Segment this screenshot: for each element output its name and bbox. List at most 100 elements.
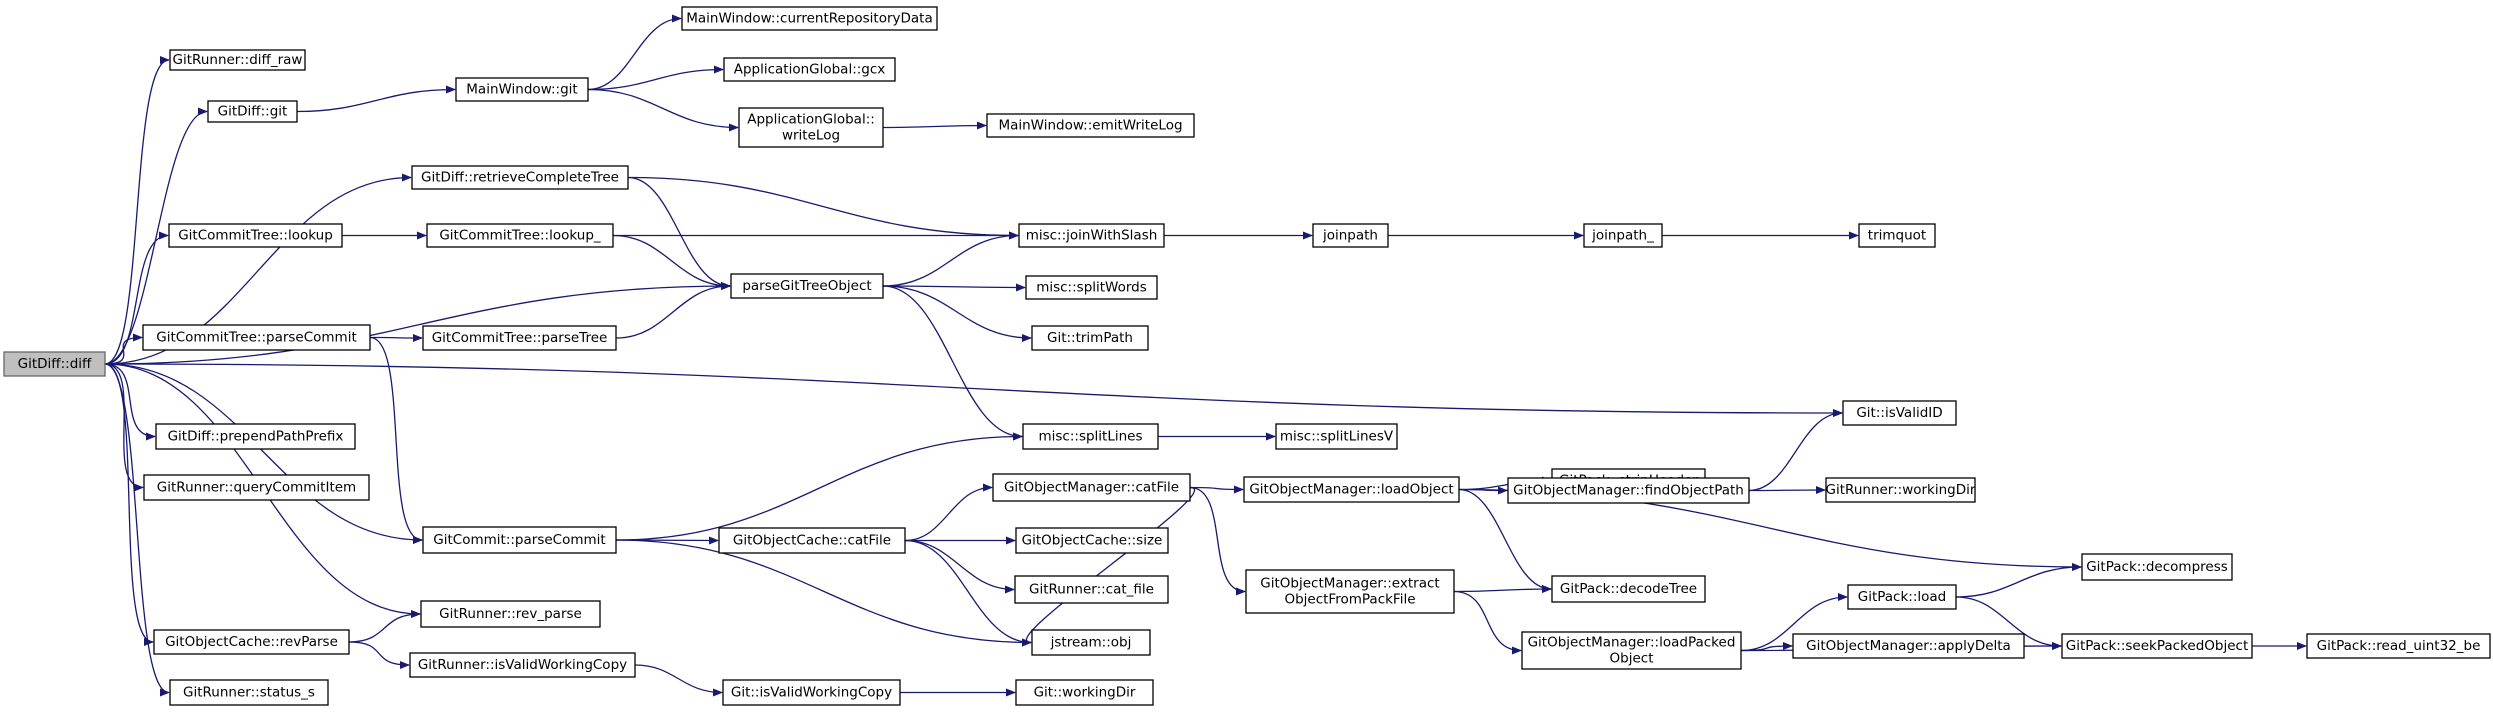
node-label-gc_pc: GitCommit::parseCommit — [433, 532, 605, 548]
node-box-gct_lookup — [168, 223, 343, 248]
node-label-misc_slv: misc::splitLinesV — [1280, 429, 1394, 445]
node-box-diff_raw — [169, 49, 306, 71]
node-goc_size[interactable]: GitObjectCache::size — [1015, 527, 1169, 554]
node-label-gr_qci: GitRunner::queryCommitItem — [157, 480, 356, 496]
edge-pgto-to-misc_sw — [882, 283, 1026, 292]
node-gr_qci[interactable]: GitRunner::queryCommitItem — [143, 474, 370, 501]
node-goc_cf[interactable]: GitObjectCache::catFile — [718, 527, 906, 554]
node-box-gr_rp — [420, 600, 601, 628]
node-label-git_ivwc: Git::isValidWorkingCopy — [731, 685, 892, 701]
node-joinpath[interactable]: joinpath — [1312, 223, 1389, 248]
node-label-misc_sw: misc::splitWords — [1036, 280, 1147, 296]
node-gc_pc[interactable]: GitCommit::parseCommit — [422, 526, 617, 554]
edge-diff-to-gct_pc — [104, 333, 143, 365]
node-label-goc_size: GitObjectCache::size — [1022, 533, 1163, 549]
node-jstream_obj[interactable]: jstream::obj — [1031, 629, 1151, 656]
node-diff[interactable]: GitDiff::diff — [3, 351, 106, 377]
edge-gom_cf-to-jstream_obj — [1021, 486, 1195, 647]
node-gct_lookup_[interactable]: GitCommitTree::lookup_ — [426, 223, 614, 248]
edge-goc_cf-to-gom_cf — [904, 483, 993, 542]
node-gp_decompress[interactable]: GitPack::decompress — [2081, 553, 2233, 581]
node-misc_sl[interactable]: misc::splitLines — [1022, 423, 1159, 450]
node-joinpath_[interactable]: joinpath_ — [1583, 223, 1663, 248]
node-gr_ivwc[interactable]: GitRunner::isValidWorkingCopy — [409, 652, 636, 678]
edge-diff-to-diff_raw — [104, 56, 170, 365]
node-mw_git[interactable]: MainWindow::git — [455, 77, 589, 102]
node-box-joinpath_ — [1583, 223, 1663, 248]
node-label-ag_wl: ApplicationGlobal:: — [747, 112, 875, 128]
edge-gom_fop-to-gr_wd — [1748, 486, 1826, 495]
node-misc_jws[interactable]: misc::joinWithSlash — [1018, 223, 1165, 248]
edge-mw_git-to-mw_crd — [587, 14, 682, 91]
edge-diff-to-gr_ss — [104, 363, 170, 697]
node-git_isvalidid[interactable]: Git::isValidID — [1842, 400, 1957, 426]
node-git_ivwc[interactable]: Git::isValidWorkingCopy — [722, 679, 901, 706]
node-goc_rp[interactable]: GitObjectCache::revParse — [153, 629, 350, 655]
node-gct_lookup[interactable]: GitCommitTree::lookup — [168, 223, 343, 248]
node-gr_ss[interactable]: GitRunner::status_s — [169, 679, 329, 706]
node-box-gr_ivwc — [409, 652, 636, 678]
edge-goc_rp-to-gr_ivwc — [348, 641, 410, 669]
node-pgto[interactable]: parseGitTreeObject — [730, 273, 884, 299]
node-gd_git[interactable]: GitDiff::git — [207, 100, 298, 123]
node-box-pgto — [730, 273, 884, 299]
node-misc_sw[interactable]: misc::splitWords — [1025, 275, 1158, 300]
node-gom_fop[interactable]: GitObjectManager::findObjectPath — [1507, 477, 1750, 504]
node-label-gd_git: GitDiff::git — [218, 104, 288, 120]
node-box-gc_pc — [422, 526, 617, 554]
node-box-goc_cf — [718, 527, 906, 554]
node-box-gom_lo — [1243, 476, 1460, 503]
node-trimquot[interactable]: trimquot — [1858, 223, 1936, 248]
edge-gom_lpo-to-gp_load — [1740, 593, 1848, 652]
node-label-gd_rct: GitDiff::retrieveCompleteTree — [421, 170, 619, 186]
node-gom_ad[interactable]: GitObjectManager::applyDelta — [1792, 633, 2025, 659]
node-gp_dt[interactable]: GitPack::decodeTree — [1551, 575, 1706, 603]
edge-ag_wl-to-mw_ewl — [882, 121, 987, 130]
node-gom_eofpf[interactable]: GitObjectManager::extractObjectFromPackF… — [1245, 569, 1455, 614]
node-gr_rp[interactable]: GitRunner::rev_parse — [420, 600, 601, 628]
edge-gct_pc-to-gc_pc — [369, 336, 423, 544]
node-box-gr_wd — [1825, 477, 1976, 503]
node-gd_ppp[interactable]: GitDiff::prependPathPrefix — [155, 423, 356, 450]
node-gr_catfile[interactable]: GitRunner::cat_file — [1014, 575, 1169, 604]
node-diff_raw[interactable]: GitRunner::diff_raw — [169, 49, 306, 71]
node-label-jstream_obj: jstream::obj — [1050, 635, 1132, 651]
node-mw_ewl[interactable]: MainWindow::emitWriteLog — [986, 113, 1195, 138]
node-git_tp[interactable]: Git::trimPath — [1031, 325, 1149, 351]
node-box-git_tp — [1031, 325, 1149, 351]
node-ag_wl[interactable]: ApplicationGlobal::writeLog — [738, 107, 884, 148]
edge-gom_eofpf-to-gom_lpo — [1453, 590, 1522, 655]
node-gp_spo[interactable]: GitPack::seekPackedObject — [2061, 633, 2253, 659]
node-label-gom_fop: GitObjectManager::findObjectPath — [1513, 483, 1744, 499]
node-gp_load[interactable]: GitPack::load — [1847, 584, 1957, 610]
node-gp_ru32[interactable]: GitPack::read_uint32_be — [2306, 633, 2491, 659]
node-git_wd[interactable]: Git::workingDir — [1015, 679, 1154, 706]
edge-gr_ivwc-to-git_ivwc — [634, 664, 723, 697]
node-box-mw_ewl — [986, 113, 1195, 138]
node-box-gp_ru32 — [2306, 633, 2491, 659]
node-gom_lo[interactable]: GitObjectManager::loadObject — [1243, 476, 1460, 503]
node-label-gd_ppp: GitDiff::prependPathPrefix — [168, 429, 344, 445]
node-ag_gcx[interactable]: ApplicationGlobal::gcx — [723, 57, 896, 82]
edge-mw_git-to-ag_wl — [587, 88, 739, 132]
node-gom_cf[interactable]: GitObjectManager::catFile — [992, 473, 1191, 502]
node-gct_pt[interactable]: GitCommitTree::parseTree — [422, 325, 617, 351]
node-box-mw_crd — [681, 6, 938, 31]
node-label-gom_eofpf: ObjectFromPackFile — [1284, 592, 1415, 608]
node-gr_wd[interactable]: GitRunner::workingDir — [1825, 477, 1976, 503]
edge-mw_git-to-ag_gcx — [587, 65, 724, 91]
edge-gom_cf-to-gom_eofpf — [1189, 486, 1246, 596]
edge-gom_cf-to-gom_lo — [1189, 485, 1244, 494]
node-gct_pc[interactable]: GitCommitTree::parseCommit — [142, 324, 371, 351]
node-gd_rct[interactable]: GitDiff::retrieveCompleteTree — [411, 165, 629, 190]
node-label-ag_gcx: ApplicationGlobal::gcx — [734, 62, 886, 78]
node-misc_slv[interactable]: misc::splitLinesV — [1275, 423, 1398, 450]
edge-gct_pt-to-pgto — [615, 282, 731, 339]
edge-gct_pc-to-gct_pt — [369, 333, 423, 342]
node-label-mw_git: MainWindow::git — [466, 82, 577, 98]
nodes-layer: GitDiff::diff GitRunner::diff_rawGitDiff:… — [3, 6, 2491, 706]
node-mw_crd[interactable]: MainWindow::currentRepositoryData — [681, 6, 938, 31]
edges-layer — [104, 14, 2307, 697]
node-box-diff — [3, 351, 106, 377]
